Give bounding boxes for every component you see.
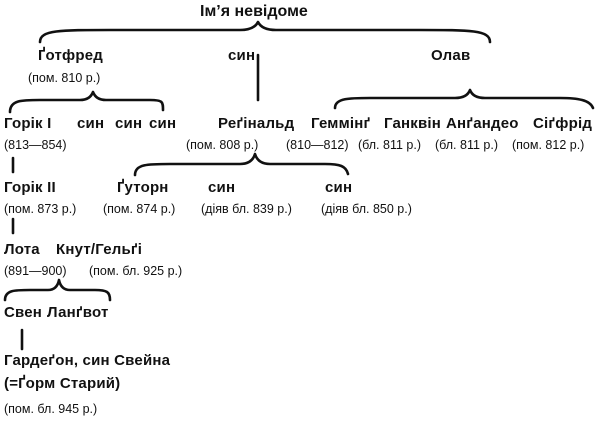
gotfred-name: Ґотфред	[38, 47, 103, 64]
gorik1-note: (813—854)	[4, 138, 67, 152]
gorik2-name: Горік II	[4, 179, 56, 196]
sigfrid-note: (пом. 812 р.)	[512, 138, 585, 152]
gorik1-name: Горік I	[4, 115, 52, 132]
langvot-name: Ланґвот	[47, 304, 109, 321]
gemming-note: (810—812)	[286, 138, 349, 152]
lota-name: Лота	[4, 241, 40, 258]
knut-name: Кнут/Гельґі	[56, 241, 143, 258]
reginald-son-e: син	[325, 179, 353, 196]
gankvin-note: (бл. 811 р.)	[358, 138, 421, 152]
reginald-note: (пом. 808 р.)	[186, 138, 259, 152]
gorik2-note: (пом. 873 р.)	[4, 202, 77, 216]
angandeo-note: (бл. 811 р.)	[435, 138, 498, 152]
gutorn-name: Ґуторн	[117, 179, 169, 196]
gemming-name: Геммінґ	[311, 115, 371, 132]
gardegon-name: Гардеґон, син Свейна	[4, 352, 171, 369]
reginald-son-d-note: (діяв бл. 839 р.)	[201, 202, 292, 216]
brace-knut-children	[3, 278, 112, 302]
brace-root-children	[38, 20, 492, 44]
gorik1-brother-a: син	[77, 115, 105, 132]
brace-gotfred-children	[8, 90, 165, 114]
reginald-name: Реґінальд	[218, 115, 295, 132]
knut-note: (пом. бл. 925 р.)	[89, 264, 183, 278]
gardegon-alias: (=Ґорм Старий)	[4, 375, 121, 392]
olav-name: Олав	[431, 47, 471, 64]
lota-note: (891—900)	[4, 264, 67, 278]
gankvin-name: Ганквін	[384, 115, 442, 132]
sigfrid-name: Сіґфрід	[533, 115, 593, 132]
brace-reginald-children	[133, 152, 350, 177]
angandeo-name: Анґандео	[446, 115, 519, 132]
sven-name: Свен	[4, 304, 43, 321]
root-title: Ім’я невідоме	[200, 3, 308, 20]
reginald-son-d: син	[208, 179, 236, 196]
brace-olav-children	[333, 88, 595, 110]
gen1-son-name: син	[228, 47, 256, 64]
gorik1-brother-b: син	[115, 115, 143, 132]
gutorn-note: (пом. 874 р.)	[103, 202, 176, 216]
reginald-son-e-note: (діяв бл. 850 р.)	[321, 202, 412, 216]
gorik1-brother-c: син	[149, 115, 177, 132]
gotfred-note: (пом. 810 р.)	[28, 71, 101, 85]
gardegon-note: (пом. бл. 945 р.)	[4, 402, 98, 416]
